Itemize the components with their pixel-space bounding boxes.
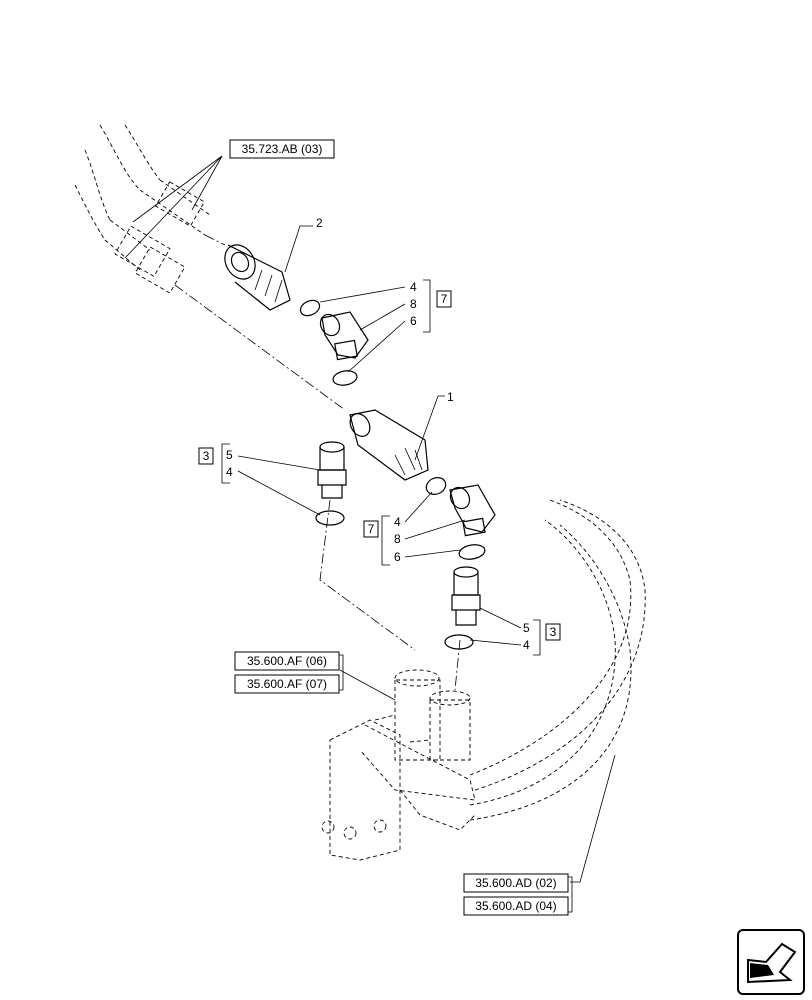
o-ring-upper: [299, 299, 321, 317]
ref-text-mid-1: 35.600.AF (06): [247, 654, 327, 668]
callout-2: 2: [316, 216, 323, 230]
ref-bracket-mid: [339, 654, 344, 691]
group-box-7-lower[interactable]: 7: [363, 520, 379, 538]
upstream-hoses: [74, 124, 211, 294]
callout-g7a-8: 8: [410, 297, 417, 311]
group-box-7-upper[interactable]: 7: [436, 290, 452, 308]
ref-box-bottom-1[interactable]: 35.600.AD (02): [463, 873, 569, 893]
group-box-7-lower-label: 7: [368, 522, 375, 536]
group-box-3-right-label: 3: [550, 625, 557, 639]
ref-text-bottom-1: 35.600.AD (02): [475, 876, 556, 890]
callout-g3b-5: 5: [523, 621, 530, 635]
group-brackets: [221, 279, 541, 656]
callout-g7b-4: 4: [394, 515, 401, 529]
o-ring-left: [315, 510, 345, 526]
o-ring-middle: [425, 477, 447, 495]
group-box-7-upper-label: 7: [441, 292, 448, 306]
callout-1: 1: [447, 390, 454, 404]
coupler-part-1: [349, 409, 429, 481]
adapter-right: [451, 566, 481, 626]
callout-g7b-6: 6: [394, 550, 401, 564]
adapter-left: [317, 441, 347, 499]
o-ring-right: [444, 634, 474, 650]
group-box-3-left-label: 3: [203, 449, 210, 463]
arrow-icon[interactable]: [737, 929, 805, 995]
group-box-3-right[interactable]: 3: [545, 623, 561, 641]
ref-box-mid-2[interactable]: 35.600.AF (07): [234, 674, 340, 694]
group-box-3-left[interactable]: 3: [198, 447, 214, 465]
ref-box-top[interactable]: 35.723.AB (03): [229, 139, 335, 159]
o-ring-lower: [458, 544, 486, 560]
ref-box-bottom-2[interactable]: 35.600.AD (04): [463, 896, 569, 916]
hydraulic-hoses: [469, 499, 646, 821]
assembly-centerlines: [174, 234, 461, 691]
ref-text-bottom-2: 35.600.AD (04): [475, 899, 556, 913]
ref-text-top: 35.723.AB (03): [242, 142, 323, 156]
callout-g7a-6: 6: [410, 314, 417, 328]
o-ring-upper-2: [332, 370, 358, 386]
ref-bracket-bottom: [568, 876, 573, 913]
callout-g7a-4: 4: [410, 280, 417, 294]
callout-g7b-8: 8: [394, 532, 401, 546]
callout-g3a-4: 4: [226, 465, 233, 479]
leader-lines: [124, 155, 616, 883]
coupler-part-2: [224, 244, 291, 311]
callout-g3a-5: 5: [226, 448, 233, 462]
elbow-fitting-upper: [319, 311, 369, 361]
callout-g3b-4: 4: [523, 638, 530, 652]
ref-box-mid-1[interactable]: 35.600.AF (06): [234, 651, 340, 671]
valve-block-assembly: [321, 669, 476, 861]
ref-text-mid-2: 35.600.AF (07): [247, 677, 327, 691]
elbow-fitting-lower: [449, 484, 496, 537]
